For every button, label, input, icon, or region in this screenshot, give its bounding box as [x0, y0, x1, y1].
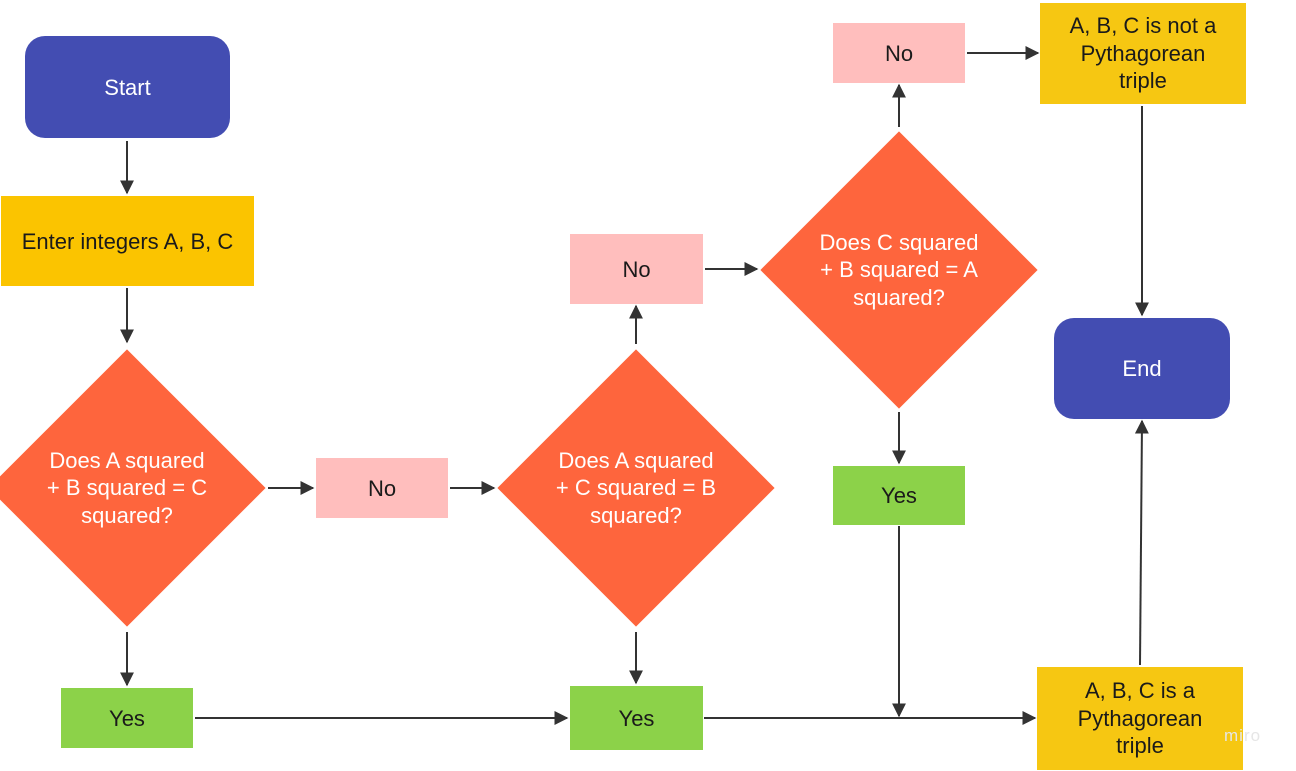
yes-box-1[interactable]: Yes — [61, 688, 193, 748]
not-triple-node[interactable]: A, B, C is not a Pythagorean triple — [1040, 3, 1246, 104]
miro-watermark: miro — [1224, 726, 1262, 745]
decision-1[interactable]: Does A squared + B squared = C squared? — [0, 346, 268, 630]
yes-box-3[interactable]: Yes — [833, 466, 965, 525]
yes-box-2[interactable]: Yes — [570, 686, 703, 750]
no-box-2[interactable]: No — [570, 234, 703, 304]
start-node[interactable]: Start — [25, 36, 230, 138]
no-box-3[interactable]: No — [833, 23, 965, 83]
decision-3-label: Does C squared + B squared = A squared? — [819, 229, 979, 310]
arrow-is-triple-to-end — [1134, 419, 1149, 666]
no-box-1[interactable]: No — [316, 458, 448, 518]
input-node[interactable]: Enter integers A, B, C — [1, 196, 254, 286]
decision-2-label: Does A squared + C squared = B squared? — [555, 447, 717, 528]
end-node[interactable]: End — [1054, 318, 1230, 419]
decision-1-label: Does A squared + B squared = C squared? — [46, 447, 208, 528]
decision-3[interactable]: Does C squared + B squared = A squared? — [759, 128, 1039, 412]
decision-2[interactable]: Does A squared + C squared = B squared? — [496, 346, 776, 630]
is-triple-node[interactable]: A, B, C is a Pythagorean triple — [1037, 667, 1243, 770]
